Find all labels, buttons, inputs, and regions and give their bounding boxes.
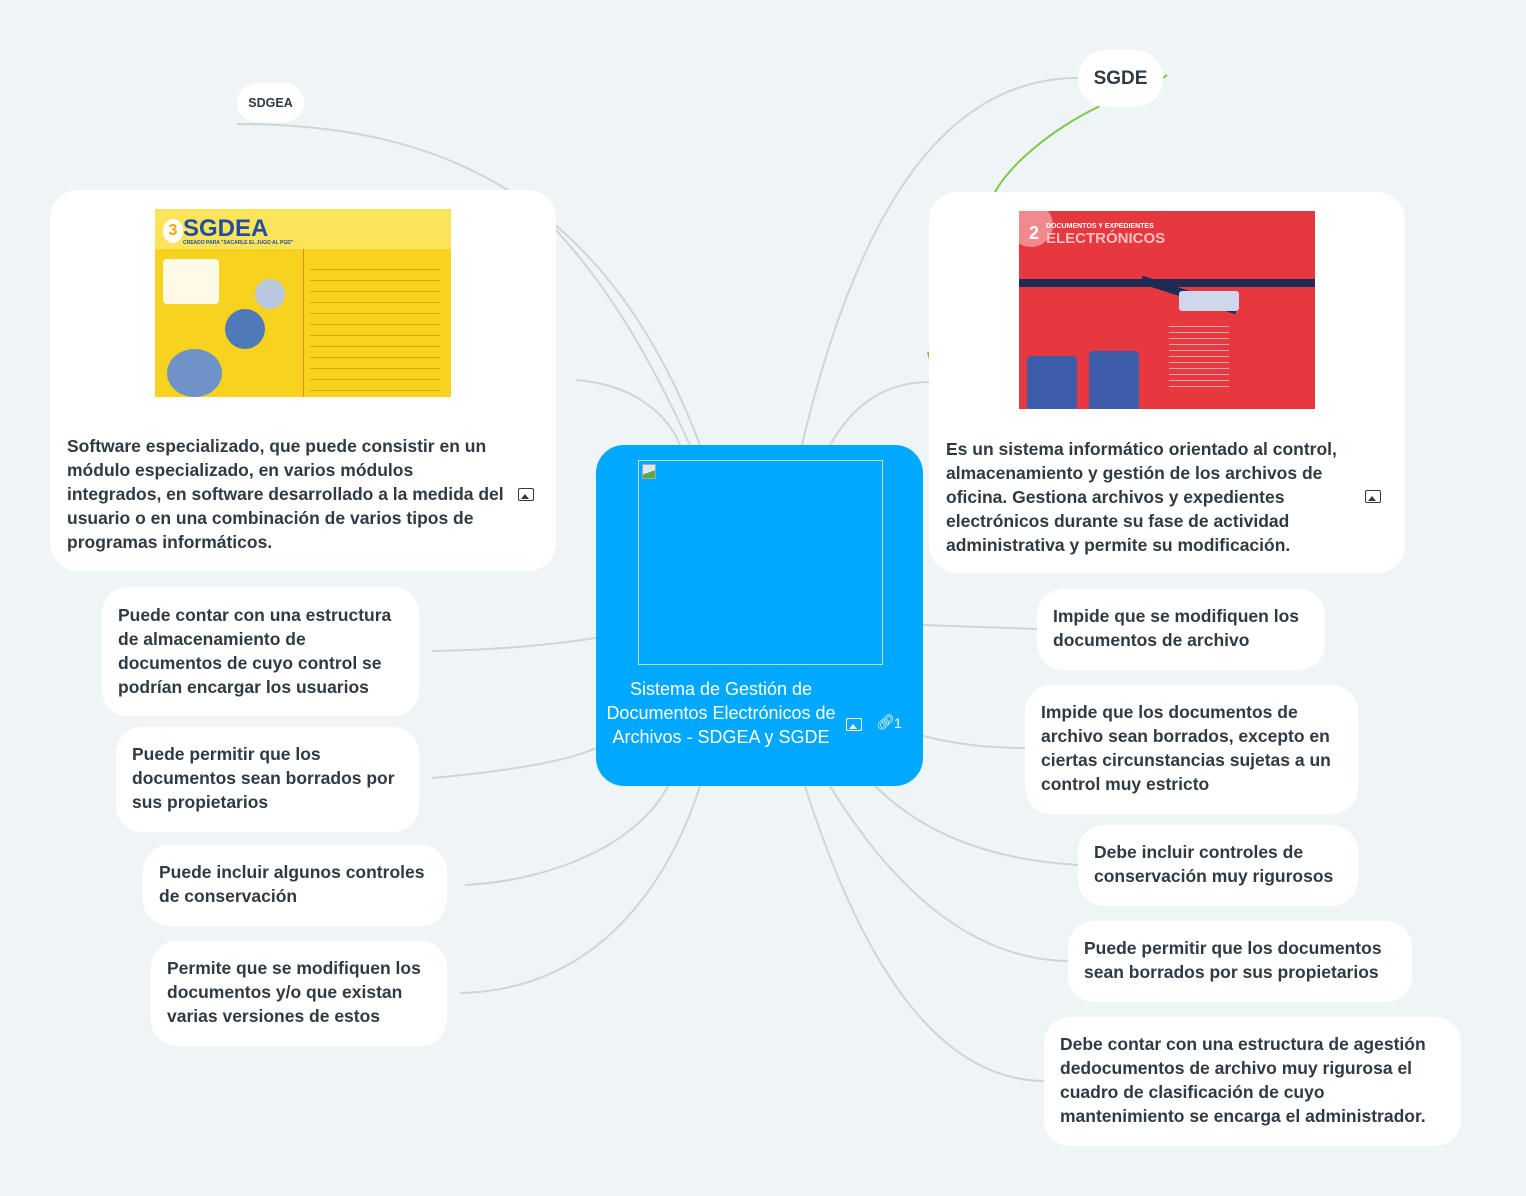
- link-sdgea: [236, 123, 701, 446]
- right-node-1[interactable]: Impide que se modifiquen los documentos …: [1037, 589, 1325, 670]
- node-text: Debe incluir controles de conservación m…: [1094, 842, 1334, 886]
- sdgea-description: Software especializado, que puede consis…: [67, 436, 504, 552]
- link-left-2: [431, 747, 597, 779]
- central-topic[interactable]: Sistema de Gestión de Documentos Electró…: [596, 445, 923, 786]
- link-left-card-2: [575, 379, 681, 446]
- right-node-3[interactable]: Debe incluir controles de conservación m…: [1078, 825, 1358, 906]
- left-node-3[interactable]: Puede incluir algunos controles de conse…: [143, 845, 447, 926]
- link-sgde: [801, 77, 1079, 446]
- right-node-2[interactable]: Impide que los documentos de archivo sea…: [1025, 685, 1358, 814]
- image-icon[interactable]: [1365, 490, 1381, 503]
- central-title: Sistema de Gestión de Documentos Electró…: [606, 679, 836, 747]
- link-right-card: [829, 381, 931, 446]
- link-right-5: [804, 785, 1045, 1082]
- node-text: Puede contar con una estructura de almac…: [118, 605, 392, 697]
- node-text: Impide que los documentos de archivo sea…: [1041, 702, 1331, 794]
- image-icon[interactable]: [846, 718, 862, 731]
- sgde-description: Es un sistema informático orientado al c…: [946, 439, 1337, 555]
- link-right-3: [874, 785, 1079, 866]
- link-right-4: [829, 785, 1069, 962]
- node-text: Impide que se modifiquen los documentos …: [1053, 606, 1299, 650]
- broken-image-icon: [642, 464, 656, 479]
- link-left-4: [459, 785, 701, 994]
- link-left-card: [555, 229, 691, 446]
- label-sgde[interactable]: SGDE: [1078, 50, 1163, 107]
- sgde-card[interactable]: 2 DOCUMENTOS Y EXPEDIENTES ELECTRÓNICOS …: [929, 192, 1405, 573]
- link-left-3: [464, 785, 669, 886]
- left-node-2[interactable]: Puede permitir que los documentos sean b…: [116, 727, 419, 832]
- link-count: 1: [894, 715, 902, 731]
- sdgea-infographic-image: 3 SGDEA CREADO PARA "SACARLE EL JUGO AL …: [155, 209, 451, 419]
- accent-link: [994, 105, 1101, 193]
- node-text: Puede incluir algunos controles de conse…: [159, 862, 425, 906]
- node-text: Puede permitir que los documentos sean b…: [1084, 938, 1382, 982]
- broken-image-placeholder: [638, 460, 883, 665]
- right-node-5[interactable]: Debe contar con una estructura de agesti…: [1044, 1017, 1461, 1146]
- right-node-4[interactable]: Puede permitir que los documentos sean b…: [1068, 921, 1412, 1002]
- image-icon[interactable]: [518, 488, 534, 501]
- sdgea-card[interactable]: 3 SGDEA CREADO PARA "SACARLE EL JUGO AL …: [50, 190, 556, 571]
- node-text: Permite que se modifiquen los documentos…: [167, 958, 421, 1026]
- left-node-1[interactable]: Puede contar con una estructura de almac…: [102, 587, 419, 716]
- link-icon[interactable]: 🔗︎: [876, 714, 896, 731]
- left-node-4[interactable]: Permite que se modifiquen los documentos…: [151, 941, 447, 1046]
- link-right-2: [922, 735, 1026, 749]
- link-left-1: [431, 637, 597, 652]
- sgde-infographic-image: 2 DOCUMENTOS Y EXPEDIENTES ELECTRÓNICOS: [1019, 211, 1315, 421]
- node-text: Puede permitir que los documentos sean b…: [132, 744, 395, 812]
- label-sdgea[interactable]: SDGEA: [237, 83, 304, 122]
- node-text: Debe contar con una estructura de agesti…: [1060, 1034, 1426, 1126]
- link-right-1: [922, 624, 1038, 630]
